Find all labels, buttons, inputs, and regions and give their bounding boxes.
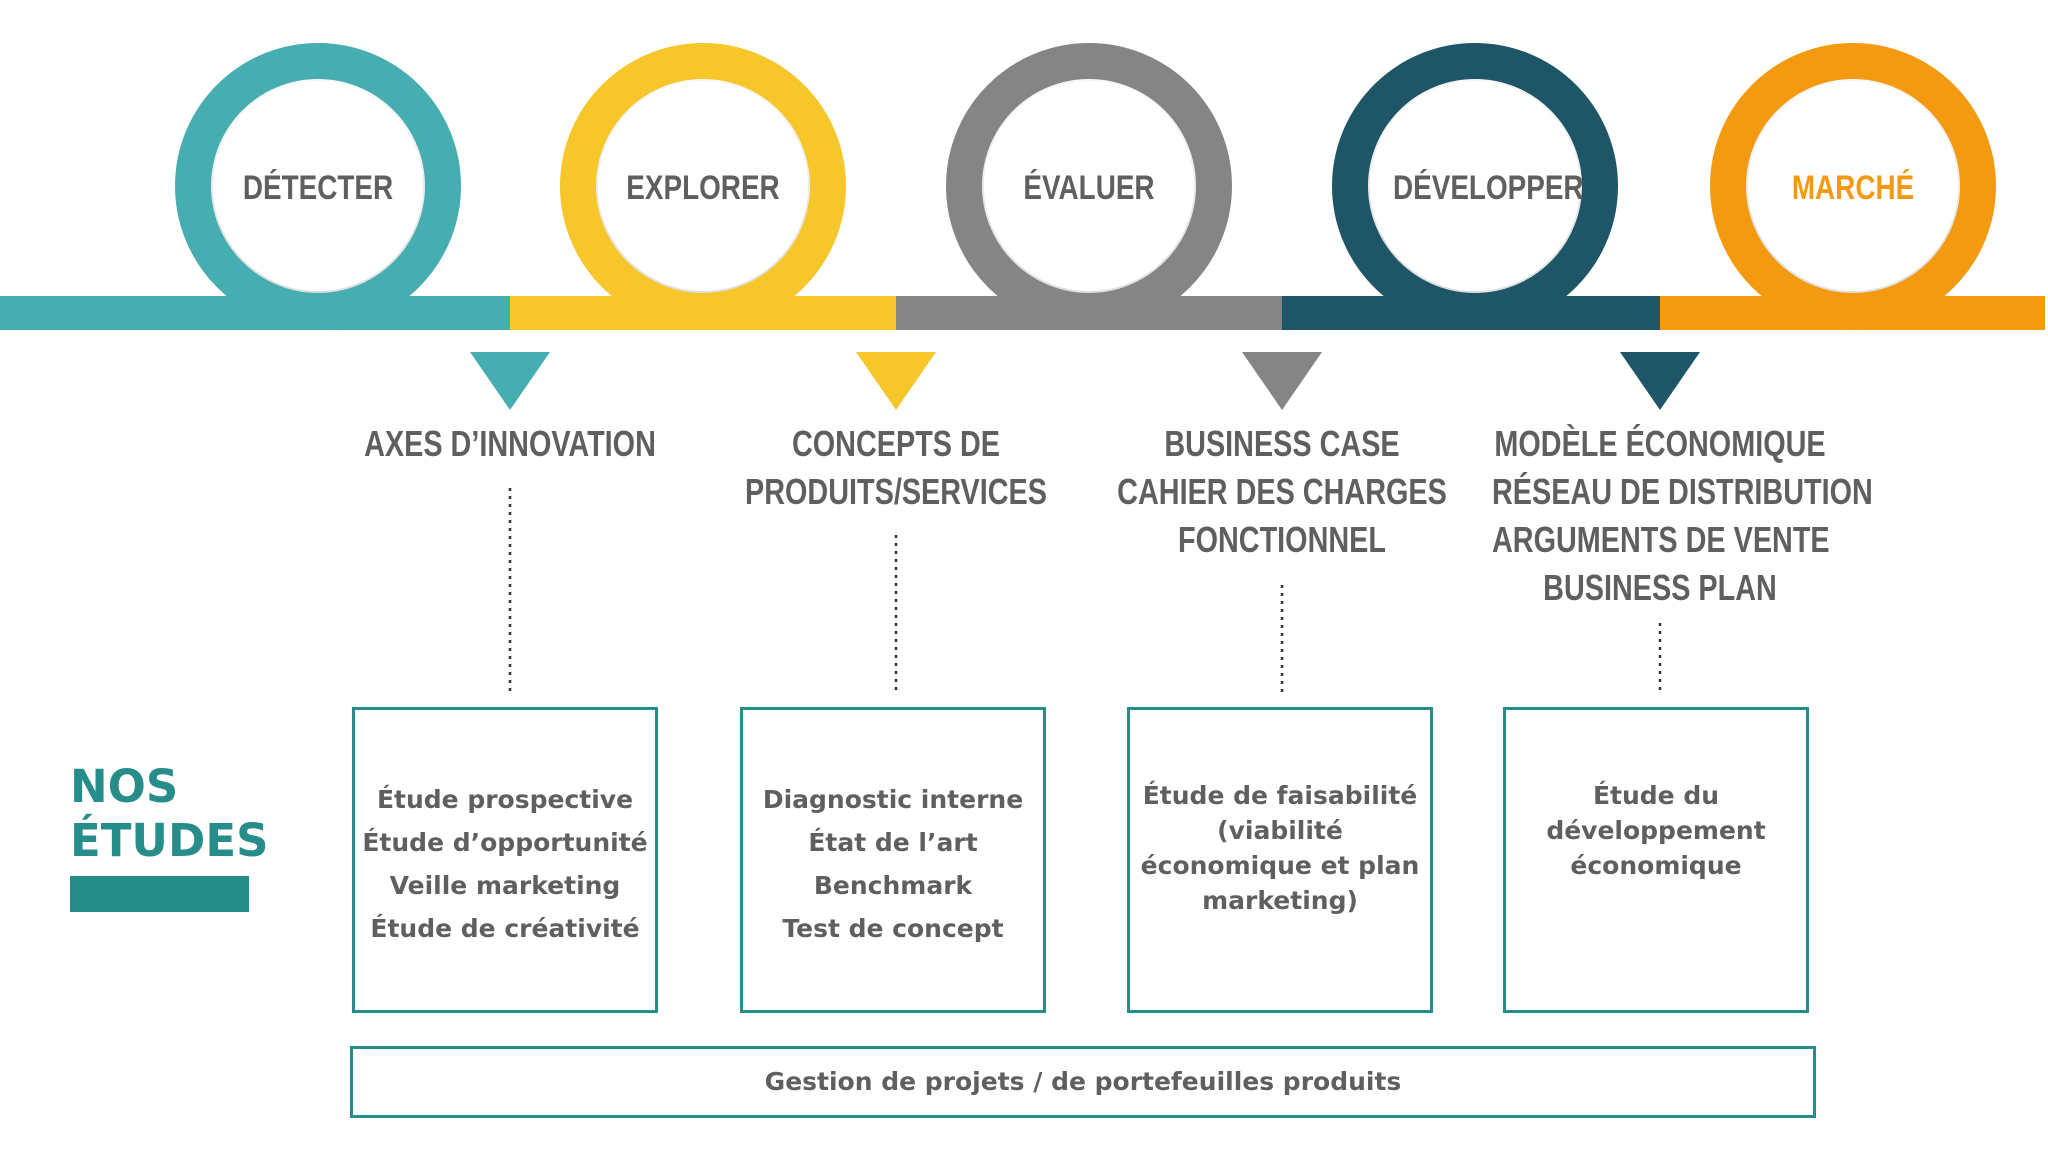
deliverable-line: CONCEPTS DE xyxy=(791,423,1001,464)
deliverable-business-model: MODÈLE ÉCONOMIQUE RÉSEAU DE DISTRIBUTION… xyxy=(1492,420,1873,612)
study-item: Test de concept xyxy=(782,914,1004,943)
study-item: marketing) xyxy=(1202,886,1358,915)
study-item: État de l’art xyxy=(808,828,978,857)
study-item: économique et plan xyxy=(1140,851,1420,880)
study-item: (viabilité xyxy=(1217,816,1343,845)
study-item: Étude de faisabilité xyxy=(1142,781,1418,810)
study-item: Étude prospective xyxy=(376,785,634,814)
stage-ring xyxy=(560,43,846,329)
study-item: Étude de créativité xyxy=(370,914,640,943)
stage-ring xyxy=(1332,43,1618,329)
down-arrow-icon xyxy=(1242,352,1322,410)
deliverable-concepts: CONCEPTS DE PRODUITS/SERVICES xyxy=(728,420,1064,516)
studies-heading-bar xyxy=(70,876,249,912)
deliverable-line: BUSINESS CASE xyxy=(1164,423,1400,464)
deliverable-line: BUSINESS PLAN xyxy=(1543,567,1777,608)
stage-ring xyxy=(175,43,461,329)
stage-label-evaluer: ÉVALUER xyxy=(1023,169,1155,207)
deliverable-line: AXES D’INNOVATION xyxy=(364,423,656,464)
deliverable-line: PRODUITS/SERVICES xyxy=(745,471,1047,512)
deliverable-innovation: AXES D’INNOVATION xyxy=(342,420,678,468)
stage-label-explorer: EXPLORER xyxy=(626,169,780,207)
study-box-explorer: Diagnostic interne État de l’art Benchma… xyxy=(740,707,1046,1013)
stage-ring xyxy=(946,43,1232,329)
studies-heading-line-1: NOS xyxy=(70,760,179,813)
study-box-evaluer: Étude de faisabilité (viabilité économiq… xyxy=(1127,707,1433,1013)
study-item: Étude du xyxy=(1592,781,1720,810)
studies-heading-line-2: ÉTUDES xyxy=(70,814,269,867)
study-item: Diagnostic interne xyxy=(762,785,1024,814)
down-arrow-icon xyxy=(856,352,936,410)
deliverable-business-case: BUSINESS CASE CAHIER DES CHARGES FONCTIO… xyxy=(1114,420,1450,564)
study-item: développement xyxy=(1546,816,1766,845)
deliverable-line: CAHIER DES CHARGES xyxy=(1117,471,1447,512)
deliverable-line: MODÈLE ÉCONOMIQUE xyxy=(1494,423,1826,464)
deliverable-line: FONCTIONNEL xyxy=(1178,519,1386,560)
stage-label-marche: MARCHÉ xyxy=(1791,169,1915,207)
study-box-developper: Étude du développement économique xyxy=(1503,707,1809,1013)
footer-project-management: Gestion de projets / de portefeuilles pr… xyxy=(350,1046,1816,1118)
studies-heading: NOS ÉTUDES xyxy=(70,760,269,912)
study-item: Étude d’opportunité xyxy=(362,828,648,857)
deliverable-line: RÉSEAU DE DISTRIBUTION xyxy=(1492,471,1873,512)
stage-ring xyxy=(1710,43,1996,329)
study-item: Benchmark xyxy=(813,871,973,900)
down-arrow-icon xyxy=(1620,352,1700,410)
study-item: Veille marketing xyxy=(389,871,621,900)
study-item: économique xyxy=(1570,851,1742,880)
stage-label-developper: DÉVELOPPER xyxy=(1393,169,1584,207)
down-arrow-icon xyxy=(470,352,550,410)
deliverable-line: ARGUMENTS DE VENTE xyxy=(1492,519,1830,560)
study-box-detecter: Étude prospective Étude d’opportunité Ve… xyxy=(352,707,658,1013)
stage-label-detecter: DÉTECTER xyxy=(242,169,394,207)
